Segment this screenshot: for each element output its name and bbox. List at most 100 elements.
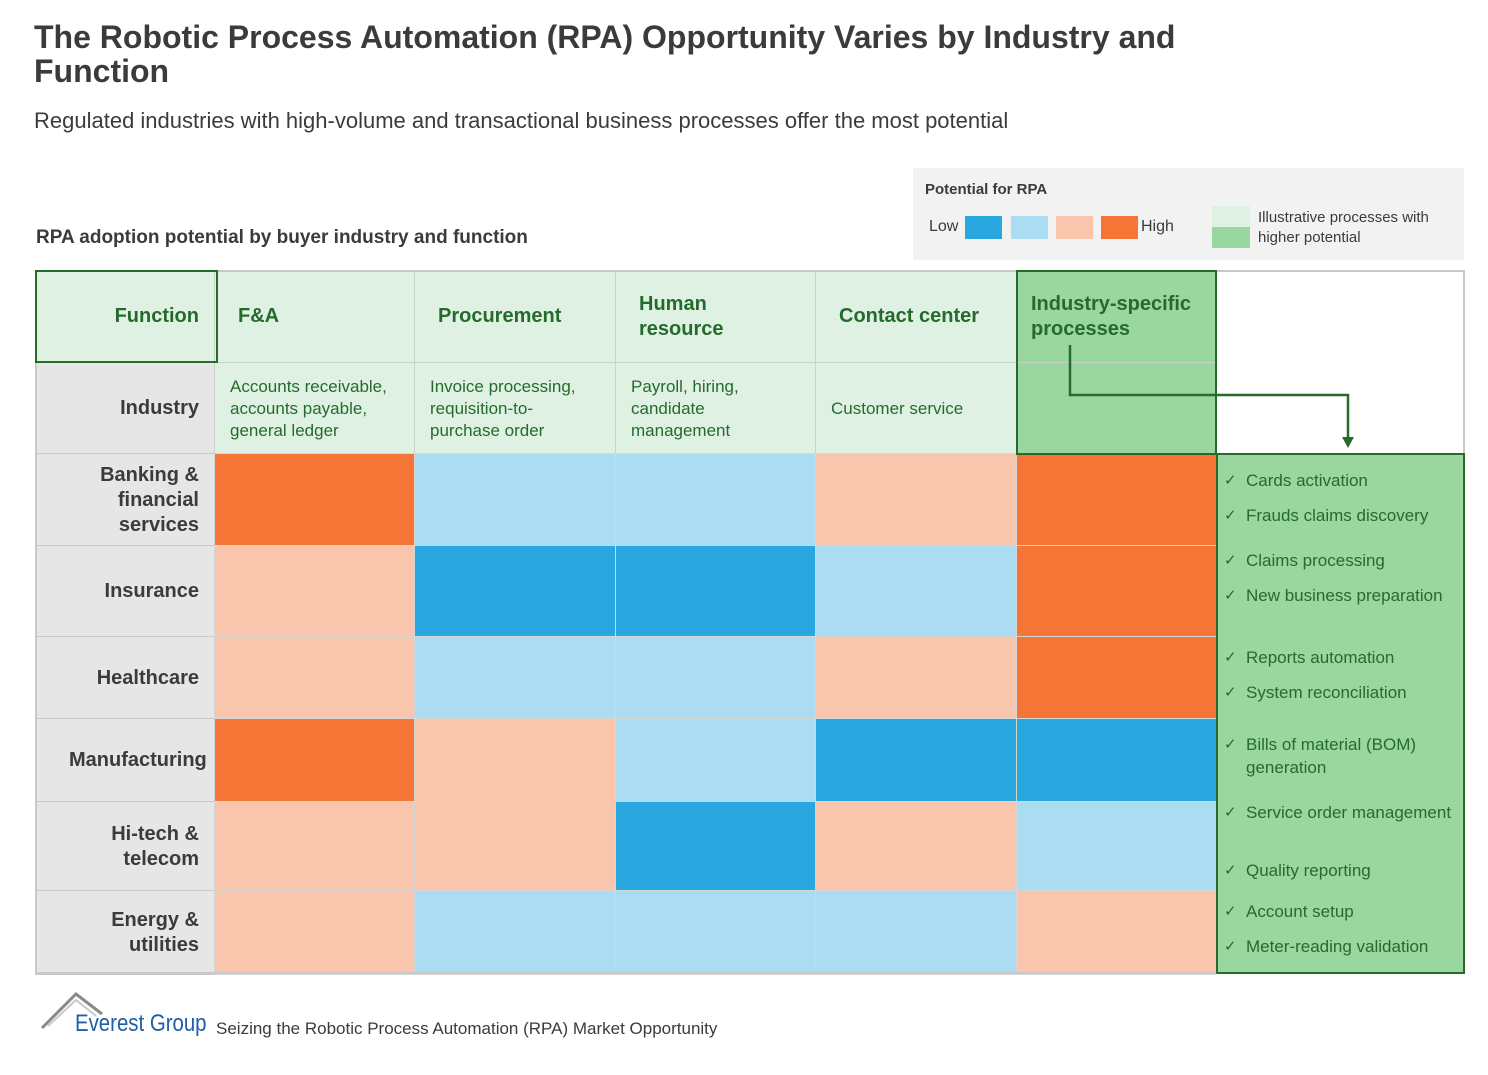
illustrative-process-item: ✓ New business preparation [1224,584,1456,607]
row-label-text: Healthcare [96,666,199,689]
checkmark-icon: ✓ [1224,649,1237,666]
checkmark-icon: ✓ [1224,938,1237,955]
illustrative-process-item: ✓ Reports automation [1224,646,1456,669]
row-label-text: Banking & financial services [100,463,199,536]
logo-mountain-outline [40,992,103,1030]
checkmark-icon: ✓ [1224,587,1237,604]
illustrative-process-text: Meter-reading validation [1246,937,1429,956]
illustrative-process-text: Claims processing [1246,551,1385,570]
checkmark-icon: ✓ [1224,507,1237,524]
checkmark-icon: ✓ [1224,903,1237,920]
connector-arrow-head [1342,437,1354,448]
checkmark-icon: ✓ [1224,736,1237,753]
column-header-procurement: Procurement [414,270,616,363]
legend-swatch-illustrative-light [1212,206,1250,227]
illustrative-process-text: Quality reporting [1246,861,1371,880]
chart-label: RPA adoption potential by buyer industry… [36,227,528,248]
column-header-industry-specific: Industry-specific processes [1016,270,1217,363]
heatmap-cell [1016,636,1217,720]
legend-swatch-low [965,216,1002,239]
page-subtitle: Regulated industries with high-volume an… [34,108,1009,133]
checkmark-icon: ✓ [1224,684,1237,701]
column-description-procurement-text: Invoice processing, requisition-to-purch… [430,376,576,440]
heatmap-cell [214,890,415,975]
heatmap-cell [815,801,1017,892]
legend-swatch-illustrative-dark [1212,227,1250,248]
illustrative-process-text: Cards activation [1246,471,1368,490]
heatmap-cell [414,636,616,720]
checkmark-icon: ✓ [1224,862,1237,879]
illustrative-process-item: ✓ Service order management [1224,801,1456,824]
heatmap-cell [214,718,415,803]
column-header-contact-center: Contact center [815,270,1017,363]
footer-source-text: Seizing the Robotic Process Automation (… [216,1019,718,1038]
heatmap-cell [1016,545,1217,638]
illustrative-process-text: Frauds claims discovery [1246,506,1429,525]
column-header-human-resource: Human resource [615,270,816,363]
logo-mountain-inner [47,998,97,1027]
row-label: Hi-tech & telecom [35,801,215,892]
heatmap-cell [414,890,616,975]
illustrative-process-item: ✓ Account setup [1224,900,1456,923]
heatmap-cell [414,453,616,547]
heatmap-cell [214,545,415,638]
legend-low-label: Low [929,218,959,235]
heatmap-cell [615,890,816,975]
illustrative-process-text: New business preparation [1246,586,1443,605]
illustrative-process-text: Service order management [1246,803,1452,822]
row-label: Insurance [35,545,215,638]
illustrative-process-item: ✓System reconciliation [1224,681,1456,704]
heatmap-cell [214,801,415,892]
heatmap-cell [815,545,1017,638]
heatmap-cell [414,801,616,892]
everest-group-logo: Everest Group [75,1010,207,1037]
function-header: Function [35,270,215,363]
illustrative-processes-cell: ✓Bills of material (BOM) generation [1216,718,1465,803]
illustrative-process-item: ✓ Frauds claims discovery [1224,504,1456,527]
column-description-industry-specific [1016,362,1217,455]
checkmark-icon: ✓ [1224,472,1237,489]
row-label-text: Hi-tech & telecom [111,822,199,870]
column-description-contact-center-text: Customer service [831,398,964,418]
heatmap-cell [615,636,816,720]
illustrative-process-item: ✓Claims processing [1224,549,1456,572]
heatmap-cell [615,801,816,892]
row-label: Healthcare [35,636,215,720]
row-label-text: Insurance [104,580,199,602]
illustrative-processes-cell: ✓ Cards activation ✓ Frauds claims discover… [1216,453,1465,547]
column-description-human-resource: Payroll, hiring, candidate management [615,362,816,455]
legend: Potential for RPA Low High Illustrative … [913,168,1464,260]
heatmap-cell [1016,718,1217,803]
illustrative-processes-cell: ✓ Reports automation ✓System reconciliatio… [1216,636,1465,720]
column-description-contact-center: Customer service [815,362,1017,455]
row-label-text: Manufacturing [69,749,207,771]
connector-arrow-line [1068,345,1350,440]
heatmap-cell [615,453,816,547]
column-description-human-resource-text: Payroll, hiring, candidate management [631,376,739,440]
checkmark-icon: ✓ [1224,804,1237,821]
illustrative-process-item: ✓Bills of material (BOM) generation [1224,733,1456,779]
column-description-fa-text: Accounts receivable, accounts payable, g… [230,376,387,440]
column-header-human-resource-text: Human resource [639,292,724,340]
legend-illustrative-label: Illustrative processes with higher poten… [1258,209,1429,246]
illustrative-processes-cell: ✓ Service order management ✓ Quality report… [1216,801,1465,892]
column-description-procurement: Invoice processing, requisition-to-purch… [414,362,616,455]
heatmap-cell [615,545,816,638]
illustrative-process-item: ✓ Cards activation [1224,469,1456,492]
illustrative-process-text: Account setup [1246,902,1354,921]
heatmap-cell [214,453,415,547]
column-header-industry-specific-text: Industry-specific processes [1031,292,1192,340]
heatmap-cell [815,718,1017,803]
illustrative-process-text: Reports automation [1246,648,1395,667]
heatmap-cell [214,636,415,720]
heatmap-cell [1016,801,1217,892]
legend-swatch-medium-high [1056,216,1093,239]
legend-swatch-high [1101,216,1138,239]
row-label-text: Energy & utilities [111,908,199,956]
heatmap-cell [815,890,1017,975]
illustrative-process-item: ✓ Quality reporting [1224,859,1456,882]
everest-group-logo-icon [40,992,103,1030]
row-label: Energy & utilities [35,890,215,975]
page-title: The Robotic Process Automation (RPA) Opp… [34,19,1176,89]
